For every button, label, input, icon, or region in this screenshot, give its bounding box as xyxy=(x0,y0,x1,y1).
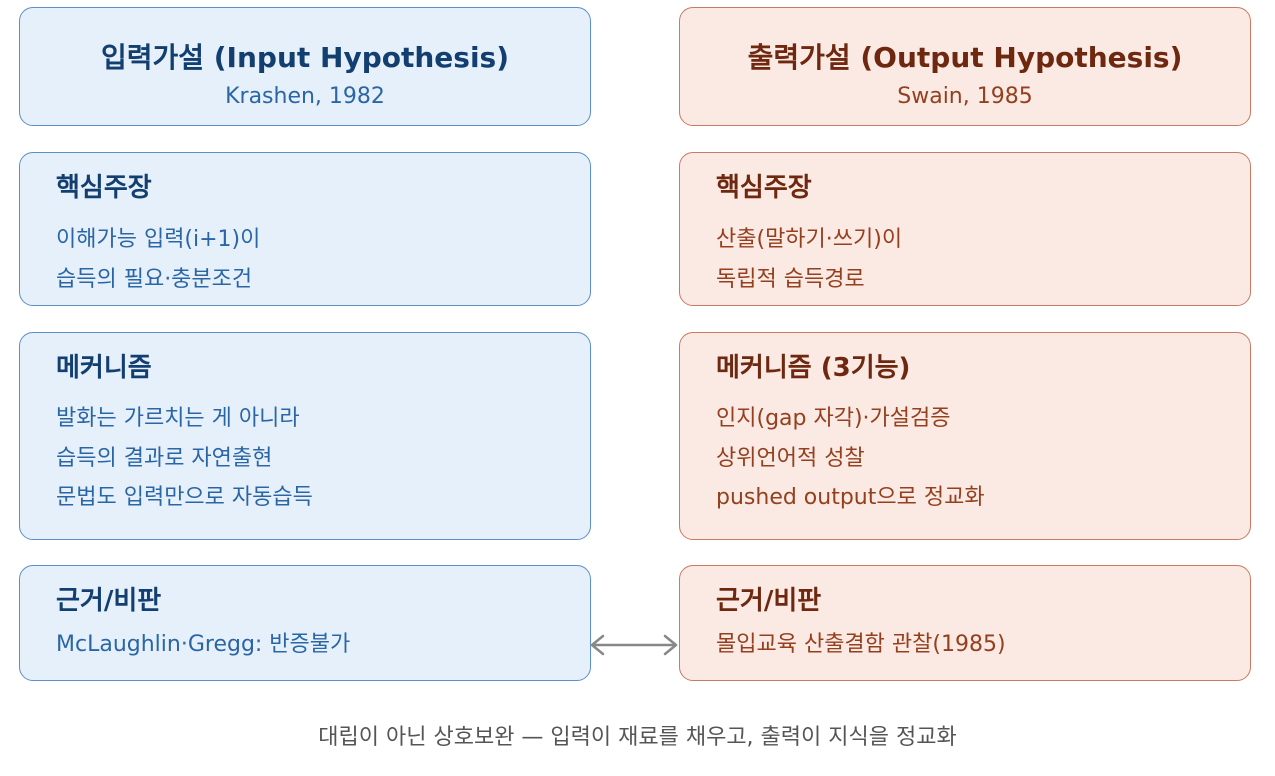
input-hypothesis-title: 입력가설 (Input Hypothesis) xyxy=(100,41,510,74)
input-evidence-box: 근거/비판 McLaughlin·Gregg: 반증불가 xyxy=(19,565,591,681)
input-evidence-title: 근거/비판 xyxy=(56,586,162,616)
output-claim-line: 독립적 습득경로 xyxy=(716,267,865,292)
input-mechanism-box: 메커니즘 발화는 가르치는 게 아니라 습득의 결과로 자연출현 문법도 입력만… xyxy=(19,332,591,540)
output-claim-line: 산출(말하기·쓰기)이 xyxy=(716,227,903,252)
input-claim-line: 습득의 필요·충분조건 xyxy=(56,267,253,292)
bidirectional-arrow-icon xyxy=(590,634,678,656)
output-mechanism-box: 메커니즘 (3기능) 인지(gap 자각)·가설검증 상위언어적 성찰 push… xyxy=(679,332,1251,540)
input-mechanism-title: 메커니즘 xyxy=(56,353,152,383)
input-claim-line: 이해가능 입력(i+1)이 xyxy=(56,227,261,252)
output-evidence-box: 근거/비판 몰입교육 산출결함 관찰(1985) xyxy=(679,565,1251,681)
input-evidence-line: McLaughlin·Gregg: 반증불가 xyxy=(56,632,351,657)
input-claim-box: 핵심주장 이해가능 입력(i+1)이 습득의 필요·충분조건 xyxy=(19,152,591,306)
output-mechanism-line: 상위언어적 성찰 xyxy=(716,446,865,471)
output-mechanism-line: pushed output으로 정교화 xyxy=(716,485,985,510)
input-mechanism-line: 발화는 가르치는 게 아니라 xyxy=(56,406,300,431)
input-claim-title: 핵심주장 xyxy=(56,173,152,203)
output-hypothesis-title: 출력가설 (Output Hypothesis) xyxy=(747,41,1183,74)
summary-caption: 대립이 아닌 상호보완 — 입력이 재료를 채우고, 출력이 지식을 정교화 xyxy=(318,725,957,750)
input-hypothesis-header: 입력가설 (Input Hypothesis) Krashen, 1982 xyxy=(19,7,591,126)
output-mechanism-line: 인지(gap 자각)·가설검증 xyxy=(716,406,951,431)
input-hypothesis-citation: Krashen, 1982 xyxy=(225,84,385,109)
output-claim-box: 핵심주장 산출(말하기·쓰기)이 독립적 습득경로 xyxy=(679,152,1251,306)
output-claim-title: 핵심주장 xyxy=(716,173,812,203)
output-evidence-line: 몰입교육 산출결함 관찰(1985) xyxy=(716,632,1006,657)
input-mechanism-line: 습득의 결과로 자연출현 xyxy=(56,446,273,471)
output-hypothesis-citation: Swain, 1985 xyxy=(897,84,1033,109)
output-hypothesis-header: 출력가설 (Output Hypothesis) Swain, 1985 xyxy=(679,7,1251,126)
output-mechanism-title: 메커니즘 (3기능) xyxy=(716,353,911,383)
output-evidence-title: 근거/비판 xyxy=(716,586,822,616)
input-mechanism-line: 문법도 입력만으로 자동습득 xyxy=(56,485,313,510)
